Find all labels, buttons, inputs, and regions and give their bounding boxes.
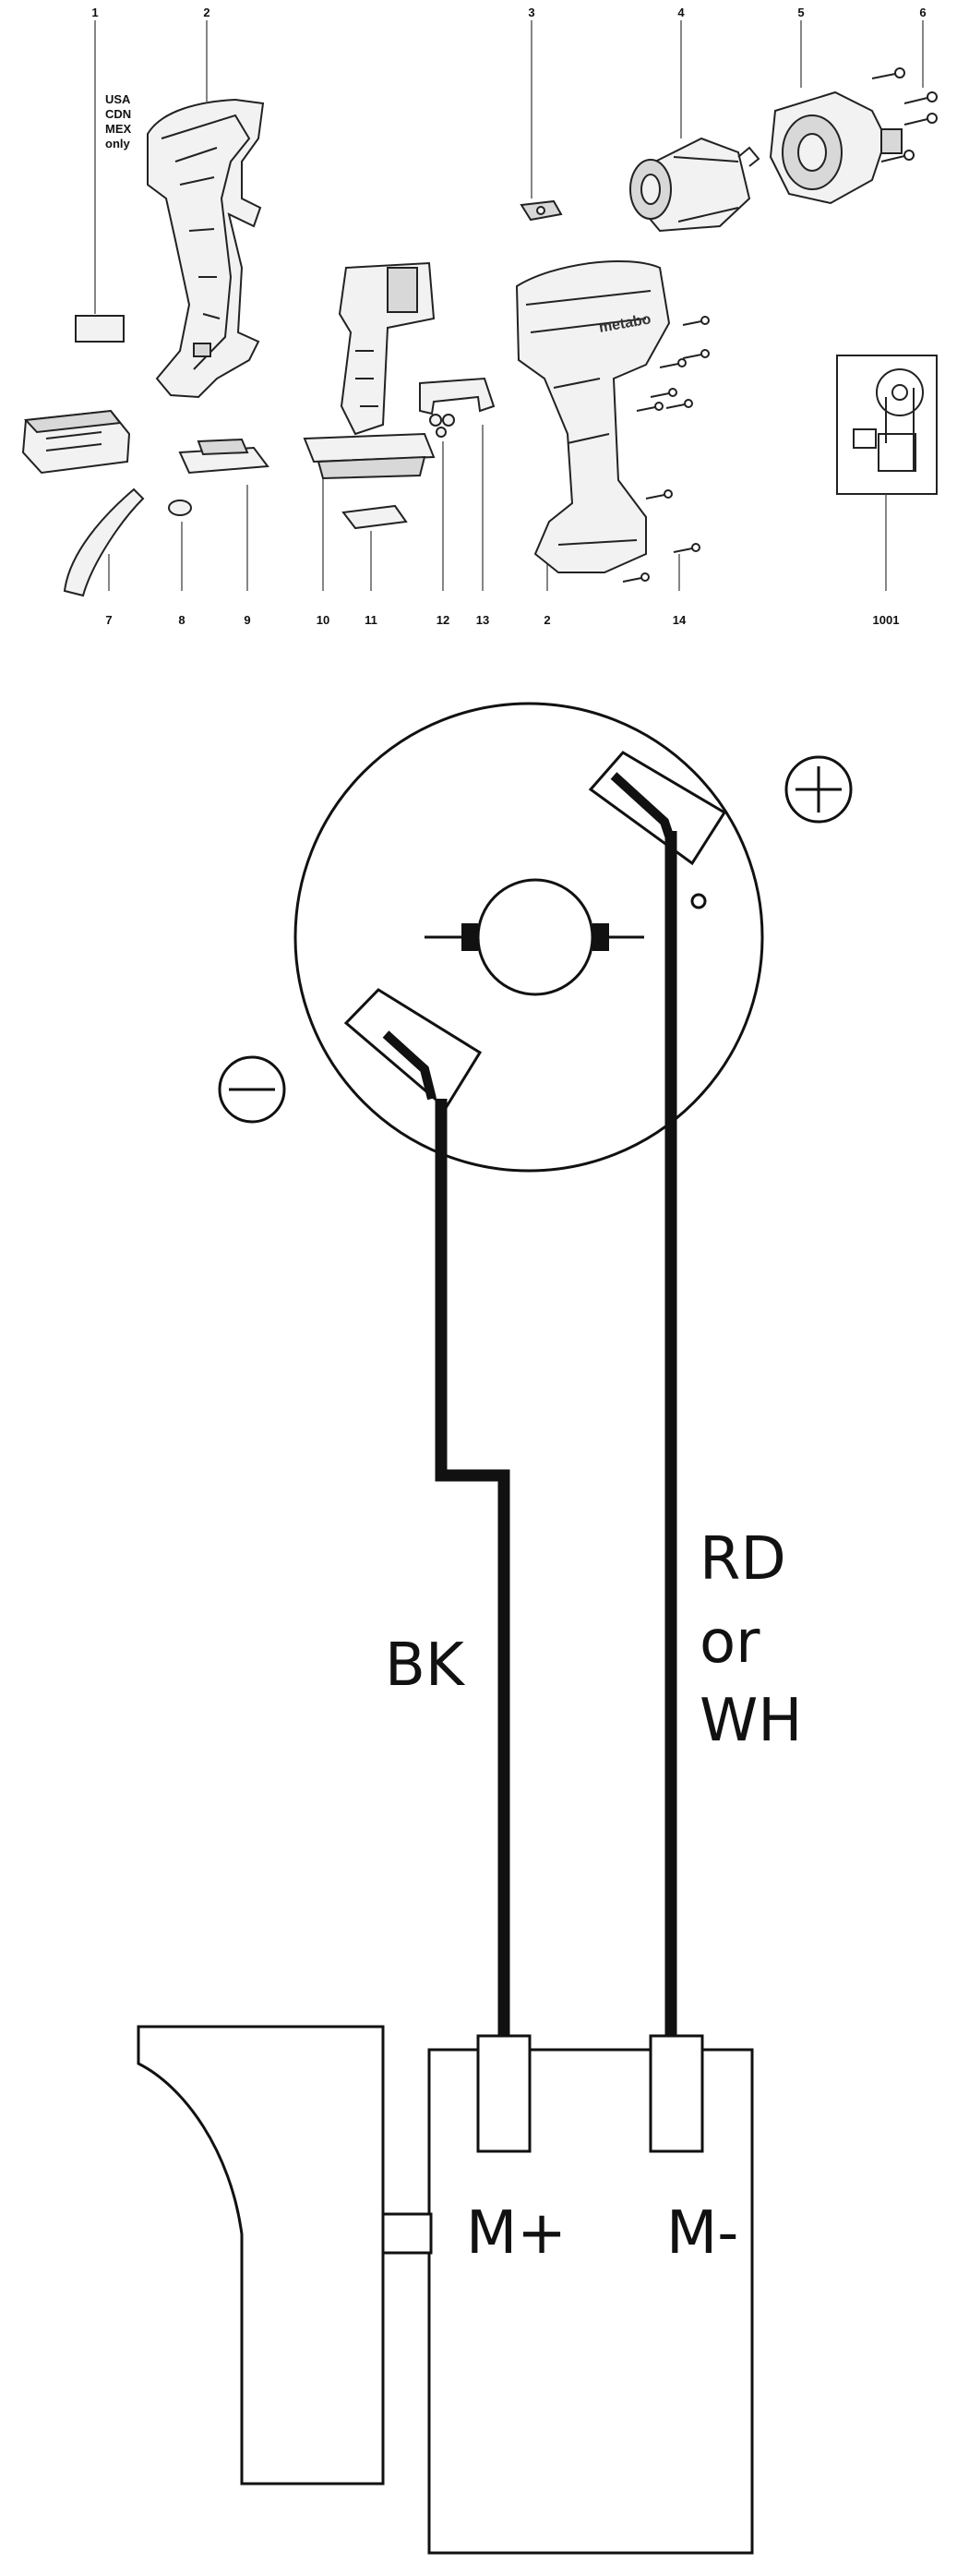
part-number-2b: 2 (544, 613, 550, 627)
wire-red-label-line-2: or (700, 1608, 760, 1677)
terminal-m-plus (476, 2034, 532, 2153)
part-12-contacts: 12 (429, 414, 455, 627)
brush-holder-positive (588, 751, 727, 909)
part-13-bracket: 13 (419, 377, 496, 627)
part-number-13: 13 (476, 613, 489, 627)
part-number-7: 7 (105, 613, 112, 627)
part-number-1: 1 (91, 6, 98, 19)
wire-black (435, 1099, 510, 2040)
part-number-11: 11 (365, 613, 377, 627)
part-number-5: 5 (797, 6, 804, 19)
region-note-line-1: USA (105, 92, 131, 106)
wiring-diagram: BK RD or WH M+ M- (137, 702, 853, 2555)
part-number-10: 10 (317, 613, 329, 627)
region-note-line-2: CDN (105, 107, 131, 121)
wire-black-label: BK (385, 1631, 466, 1700)
part-5-gear-housing: 5 (769, 6, 903, 205)
part-11-insert: 11 (341, 504, 408, 627)
part-14-screws: 14 (622, 316, 710, 627)
exploded-view: 1 USA CDN MEX only 2 3 4 (21, 6, 938, 627)
motor-outline (293, 702, 764, 1173)
terminal-m-minus-label: M- (666, 2199, 738, 2268)
region-note-line-4: only (105, 137, 130, 150)
part-2-housing-assembled: metabo 2 (515, 259, 671, 627)
battery-pack (21, 409, 131, 475)
part-1-label-sticker: 1 USA CDN MEX only (75, 6, 132, 343)
part-number-8: 8 (178, 613, 185, 627)
armature-symbol (425, 878, 644, 996)
wire-red-label-line-3: WH (700, 1687, 802, 1755)
minus-symbol (218, 1055, 286, 1124)
part-6-screws: 6 (871, 6, 938, 163)
plus-symbol (784, 755, 853, 824)
part-number-6: 6 (919, 6, 926, 19)
part-4-motor: 4 (629, 6, 760, 233)
part-9-latch: 9 (178, 438, 269, 627)
wire-red-label-line-1: RD (700, 1525, 786, 1594)
brush-holder-negative (343, 988, 483, 1111)
part-number-9: 9 (244, 613, 250, 627)
part-3-lever: 3 (520, 6, 563, 222)
part-number-4: 4 (677, 6, 685, 19)
part-number-14: 14 (673, 613, 687, 627)
trigger (137, 2025, 385, 2486)
part-1001-wiring-diagram-thumb: 1001 (836, 355, 938, 627)
terminal-m-minus (649, 2034, 704, 2153)
part-10-switch-assembly: 10 (303, 261, 436, 627)
part-number-3: 3 (528, 6, 534, 19)
part-8-ring: 8 (168, 500, 192, 627)
terminal-m-plus-label: M+ (466, 2199, 567, 2268)
part-number-12: 12 (437, 613, 449, 627)
part-2-housing-half: 2 (147, 6, 265, 399)
region-note-line-3: MEX (105, 122, 132, 136)
part-number-2: 2 (203, 6, 209, 19)
trigger-stem (377, 2212, 433, 2255)
trigger-switch: M+ M- (137, 2025, 754, 2555)
part-number-1001: 1001 (873, 613, 900, 627)
part-7-belt-clip: 7 (63, 488, 145, 627)
